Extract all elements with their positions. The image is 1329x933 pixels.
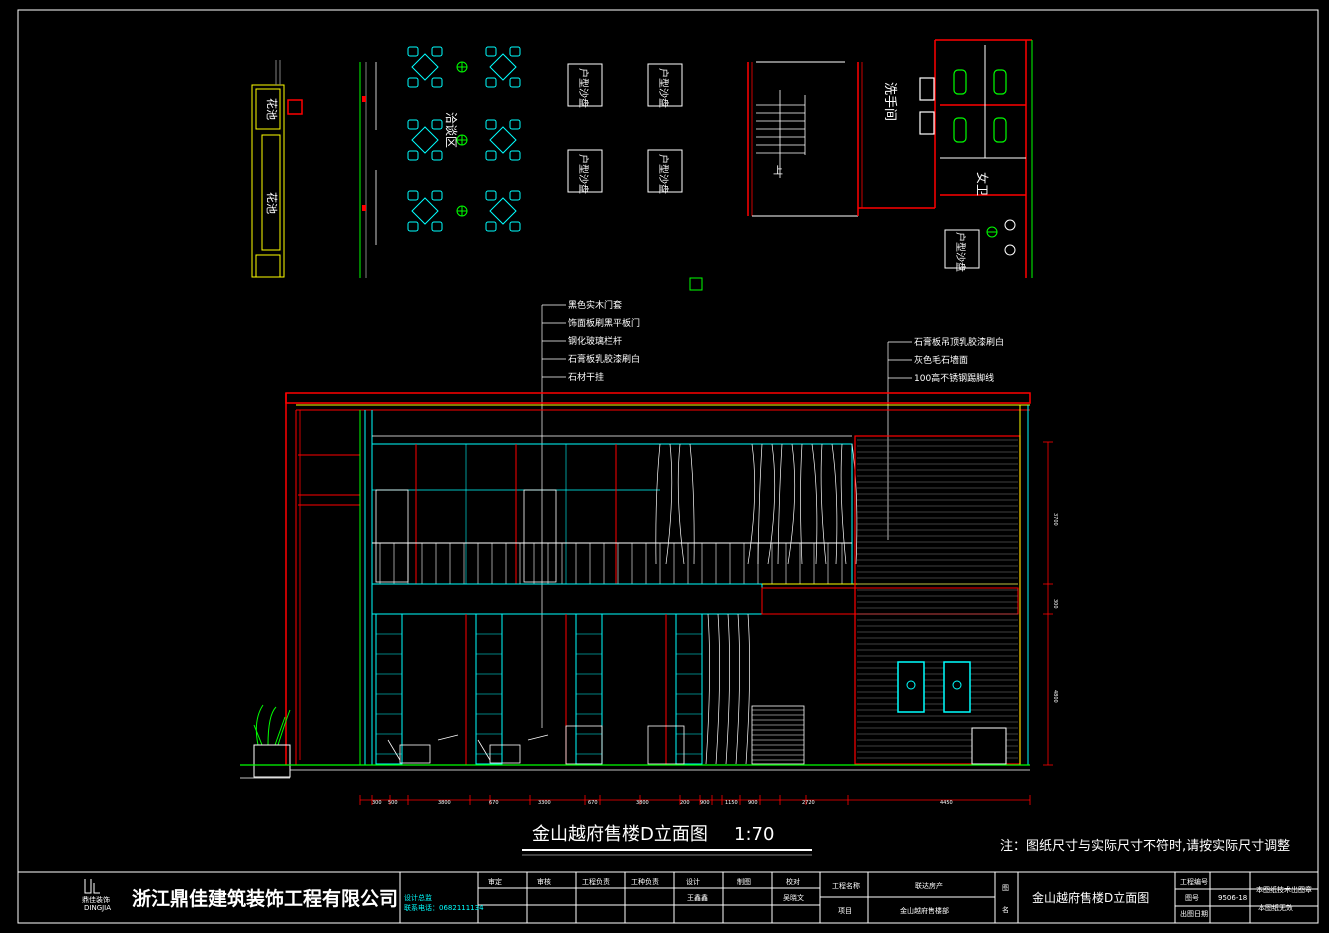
table-set-icon (485, 190, 521, 232)
dimension-label: 4450 (940, 800, 953, 806)
header-draft: 制图 (737, 877, 751, 886)
drawing-note: 注：图纸尺寸与实际尺寸不符时,请按实际尺寸调整 (1000, 838, 1290, 854)
project-value: 联达房产 (915, 881, 943, 890)
callout-left-1: 黑色实木门套 (568, 299, 622, 311)
drawing-no-label: 图号 (1185, 894, 1199, 902)
drawing-title: 金山越府售楼D立面图 (532, 824, 708, 845)
logo-sub: DINGJIA (84, 904, 111, 912)
table-set-icon (407, 190, 443, 232)
header-design: 设计 (686, 877, 700, 886)
potted-plant-icon (253, 704, 291, 778)
dimension-label: 670 (588, 800, 598, 806)
header-approve: 审定 (488, 877, 502, 886)
header-trade-lead: 工种负责 (631, 877, 659, 886)
checker-name: 吴晓文 (783, 893, 804, 902)
dimension-label: 300 (372, 800, 382, 806)
dimension-label: 2720 (802, 800, 815, 806)
stair-up-label: 上 (773, 165, 783, 177)
callout-right-3: 100高不锈钢踢脚线 (914, 372, 994, 384)
plant-icons-right (986, 219, 1016, 256)
plant-icons (456, 61, 468, 217)
sand-tables (567, 63, 980, 269)
washroom-label: 洗手间 (882, 82, 897, 121)
dimension-label: 300 (1052, 599, 1058, 609)
elevation (240, 392, 1049, 801)
table-set-icon (485, 119, 521, 161)
company-logo-icon (84, 879, 100, 894)
designer-name: 王鑫鑫 (687, 893, 708, 902)
negotiation-tables (407, 46, 521, 232)
phone-label: 联系电话：0682111134 (404, 903, 484, 912)
callout-left-4: 石膏板乳胶漆刷白 (568, 353, 640, 365)
dimension-label: 670 (489, 800, 499, 806)
sand-table-label-3: 户型沙盘 (577, 154, 590, 194)
drawing-scale: 1:70 (734, 824, 774, 845)
dimension-label: 3700 (1052, 513, 1058, 526)
stair-washroom-plan (747, 39, 1033, 278)
company-name: 浙江鼎佳建筑装饰工程有限公司 (132, 887, 398, 910)
stamp-2: 本图纸无效 (1258, 903, 1293, 912)
date-label: 出图日期 (1180, 909, 1208, 918)
sand-table-label-5: 户型沙盘 (954, 232, 967, 272)
stair-steps (756, 90, 806, 178)
dimension-label: 900 (700, 800, 710, 806)
sand-table-label-4: 户型沙盘 (657, 154, 670, 194)
header-review: 审核 (537, 877, 551, 886)
figure-label-1: 图 (1002, 884, 1009, 892)
flower-bed: 花池 花池 (251, 60, 303, 278)
flower-bed-label-1: 花池 (265, 98, 278, 120)
flower-bed-label-2: 花池 (265, 192, 278, 214)
figure-label-2: 名 (1002, 905, 1009, 914)
project-no-label: 工程编号 (1180, 877, 1208, 886)
right-dimensions: 3700 300 4800 (1043, 441, 1058, 766)
header-check: 校对 (786, 877, 800, 886)
table-set-icon (407, 46, 443, 88)
dimension-label: 3800 (438, 800, 451, 806)
callout-left-3: 钢化玻璃栏杆 (568, 335, 622, 347)
title-block: 鼎佳装饰 DINGJIA 浙江鼎佳建筑装饰工程有限公司 设计总监 联系电话：06… (17, 871, 1319, 924)
callout-right-2: 灰色毛石墙面 (914, 354, 968, 366)
callout-right-1: 石膏板吊顶乳胶漆刷白 (914, 336, 1004, 348)
item-value: 金山越府售楼部 (900, 906, 949, 915)
designer-label: 设计总监 (404, 893, 432, 902)
drawing-no-value: 9506-18 (1218, 894, 1247, 902)
stamp-1: 本图纸技术出图章 (1256, 885, 1312, 894)
lower-furniture (387, 725, 685, 765)
figure-name: 金山越府售楼D立面图 (1032, 890, 1149, 905)
dimension-label: 500 (388, 800, 398, 806)
dimension-label: 900 (748, 800, 758, 806)
negotiation-area-label: 洽谈区 (444, 112, 458, 148)
table-set-icon (485, 46, 521, 88)
bottom-dimensions: 300 500 3800 670 3300 670 3800 200 900 1150 900 272… (359, 795, 1031, 806)
drawing-frame (17, 9, 1319, 924)
dimension-label: 3800 (636, 800, 649, 806)
table-set-icon (407, 119, 443, 161)
callouts: 黑色实木门套 饰面板刷黑平板门 钢化玻璃栏杆 石膏板乳胶漆刷白 石材干挂 石膏板… (541, 299, 1004, 728)
dimension-label: 4800 (1052, 690, 1058, 703)
callout-left-5: 石材干挂 (568, 371, 604, 383)
project-label: 工程名称 (832, 881, 860, 890)
item-label: 项目 (838, 907, 852, 915)
floor-plan: 花池 花池 洽谈区 户型沙盘 户型沙盘 户型沙盘 户型沙盘 (251, 39, 1033, 291)
dimension-label: 200 (680, 800, 690, 806)
dimension-label: 3300 (538, 800, 551, 806)
toilet-fixtures (919, 69, 1007, 143)
female-wc-label: 女卫 (975, 172, 990, 196)
sand-table-label-2: 户型沙盘 (657, 68, 670, 108)
dimension-label: 1150 (725, 800, 738, 806)
logo-text: 鼎佳装饰 (82, 895, 110, 904)
header-project-lead: 工程负责 (582, 877, 610, 886)
callout-left-2: 饰面板刷黑平板门 (568, 317, 640, 329)
sand-table-label-1: 户型沙盘 (577, 68, 590, 108)
